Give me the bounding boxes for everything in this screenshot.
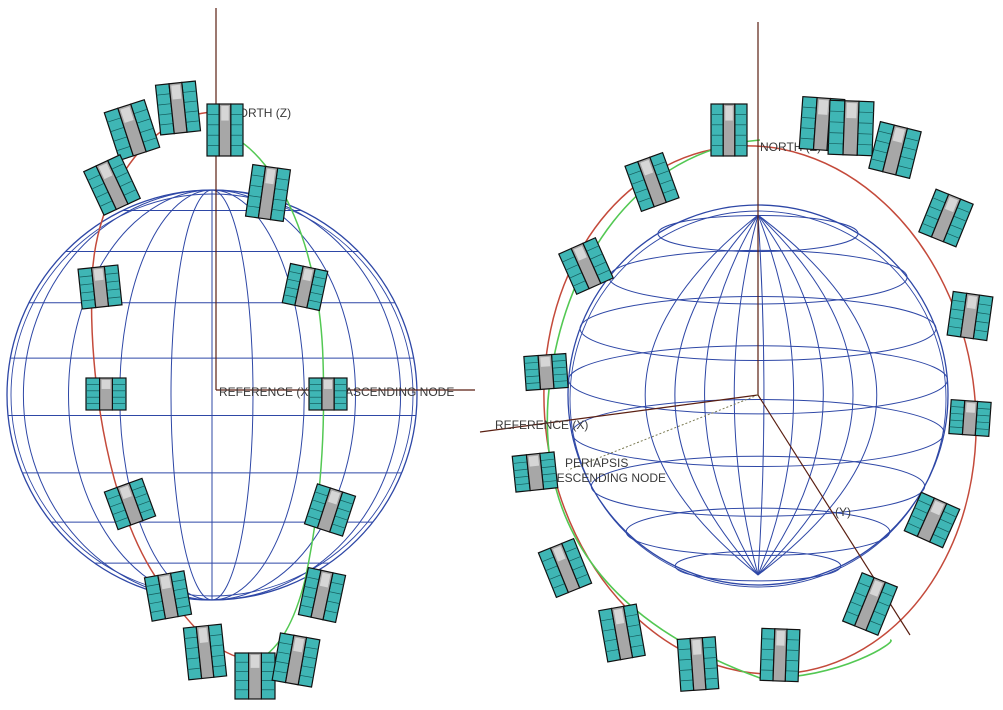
- right-satellite-5: [625, 153, 679, 212]
- right-satellite-14: [843, 573, 898, 635]
- right-meridian-2: [705, 215, 758, 575]
- right-satellite-8: [947, 291, 993, 340]
- left-satellite-8-body-top: [102, 380, 111, 389]
- left-satellite-6: [282, 263, 327, 310]
- right-satellite-9: [524, 354, 568, 391]
- left-satellite-11: [304, 484, 355, 536]
- left-ascending-node-label: ASCENDING NODE: [345, 385, 454, 399]
- right-satellite-17: [760, 628, 800, 681]
- right-meridian-6: [758, 215, 823, 575]
- right-satellite-3-panel-left: [828, 100, 845, 154]
- left-satellite-15-panel-left: [235, 653, 249, 699]
- right-satellite-9-body-top: [540, 357, 550, 367]
- right-periapsis-label: PERIAPSIS: [565, 456, 628, 470]
- left-satellite-16: [272, 633, 320, 687]
- right-satellite-10: [949, 400, 991, 437]
- right-satellite-12: [904, 492, 959, 547]
- left-satellite-14-body-top: [198, 628, 208, 643]
- right-satellite-11: [512, 452, 558, 492]
- right-satellite-7: [559, 238, 613, 294]
- left-satellite-15-body-top: [251, 655, 260, 668]
- right-satellite-15: [599, 604, 645, 662]
- left-satellite-8-panel-left: [86, 378, 100, 410]
- right-satellite-1: [711, 104, 747, 156]
- left-satellite-9: [309, 378, 347, 410]
- right-satellite-17-panel-left: [760, 628, 775, 680]
- right-satellite-17-body-top: [776, 631, 785, 646]
- right-satellite-4: [869, 122, 921, 179]
- right-meridian-5: [758, 215, 794, 575]
- left-satellite-9-panel-left: [309, 378, 322, 410]
- left-satellite-7: [78, 265, 122, 309]
- left-satellite-12: [144, 571, 191, 621]
- right-parallel-5: [591, 456, 924, 516]
- right-satellite-2-body-top: [818, 100, 828, 115]
- right-satellite-16-body-top: [692, 640, 701, 655]
- right-satellite-1-panel-left: [711, 104, 723, 156]
- right-satellite-1-panel-right: [735, 104, 747, 156]
- right-orbit-path-green: [547, 140, 891, 678]
- right-y-axis-label: (Y): [835, 505, 851, 519]
- left-orbit-view: NORTH (Z) REFERENCE (X) ASCENDING NODE: [7, 8, 475, 699]
- left-satellite-3: [104, 100, 159, 161]
- left-satellite-14: [183, 624, 226, 680]
- left-satellite-2-body-top: [171, 85, 181, 100]
- right-reference-label: REFERENCE (X): [495, 418, 588, 432]
- right-meridian-7: [758, 215, 853, 575]
- left-satellite-15: [235, 653, 275, 699]
- right-satellite-17-panel-right: [785, 629, 800, 681]
- left-satellite-1-panel-right: [231, 104, 243, 156]
- right-satellite-3-panel-right: [857, 101, 874, 155]
- right-satellite-13: [538, 539, 591, 598]
- left-satellite-8: [86, 378, 126, 410]
- left-reference-label: REFERENCE (X): [219, 385, 312, 399]
- left-satellite-5: [246, 165, 291, 222]
- right-satellite-1-body-top: [725, 106, 733, 121]
- right-satellite-8-body-top: [967, 296, 977, 309]
- left-satellite-2: [155, 81, 200, 135]
- right-satellite-10-body-top: [966, 403, 975, 413]
- left-satellite-8-panel-right: [112, 378, 126, 410]
- right-descending-node-label: DESCENDING NODE: [548, 471, 666, 485]
- right-orbit-view: NORTH (Z) REFERENCE (X) PERIAPSIS DESCEN…: [480, 22, 1003, 702]
- right-satellite-6: [919, 189, 973, 247]
- right-satellite-3-body-top: [846, 103, 857, 118]
- right-meridian-0: [645, 215, 758, 575]
- left-satellite-7-body-top: [94, 269, 104, 281]
- left-satellite-1: [207, 104, 243, 156]
- left-satellite-1-body-top: [221, 106, 229, 121]
- right-satellite-16: [677, 637, 719, 692]
- left-satellite-9-body-top: [324, 380, 332, 389]
- right-satellite-11-body-top: [529, 456, 539, 467]
- left-satellite-1-panel-left: [207, 104, 219, 156]
- right-satellite-3: [828, 100, 874, 156]
- right-meridian-4: [758, 215, 764, 575]
- left-satellite-9-panel-right: [334, 378, 347, 410]
